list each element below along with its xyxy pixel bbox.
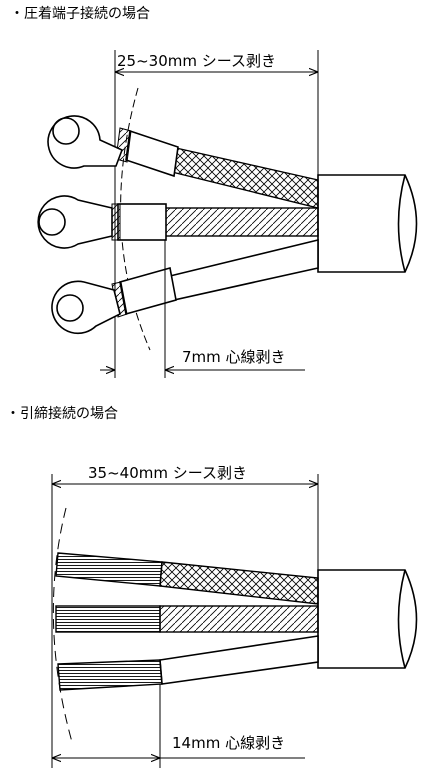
- section1-sheath-label: 25~30mm シース剥き: [117, 52, 276, 70]
- section2-sheath-dimension: 35~40mm シース剥き: [51, 464, 319, 768]
- section1-wire-top: [47, 115, 319, 209]
- section2-cable-jacket: [317, 569, 418, 669]
- section1-core-label: 7mm 心線剥き: [182, 348, 286, 366]
- section2-core-label: 14mm 心線剥き: [172, 734, 285, 752]
- section2-title: ・引締接続の場合: [6, 405, 118, 422]
- section2-core-dimension: 14mm 心線剥き: [52, 684, 305, 768]
- section2-wire-top: [55, 552, 319, 605]
- section1-title: ・圧着端子接続の場合: [10, 5, 150, 22]
- section2-wire-middle: [55, 605, 319, 633]
- section2-sheath-label: 35~40mm シース剥き: [88, 464, 247, 482]
- section-tightening: ・引締接続の場合 35~40mm シース剥き: [6, 405, 418, 768]
- section1-wire-bottom: [51, 238, 319, 335]
- section1-wire-middle: [37, 195, 319, 249]
- section1-core-dimension: 7mm 心線剥き: [100, 240, 305, 378]
- section1-sheath-dimension: 25~30mm シース剥き: [114, 50, 319, 378]
- section2-guide-arc: [52, 507, 73, 743]
- section2-wire-bottom: [57, 635, 319, 691]
- section1-cable-jacket: [317, 174, 418, 273]
- section-crimp-terminal: ・圧着端子接続の場合 25~30mm シース剥き: [10, 5, 418, 378]
